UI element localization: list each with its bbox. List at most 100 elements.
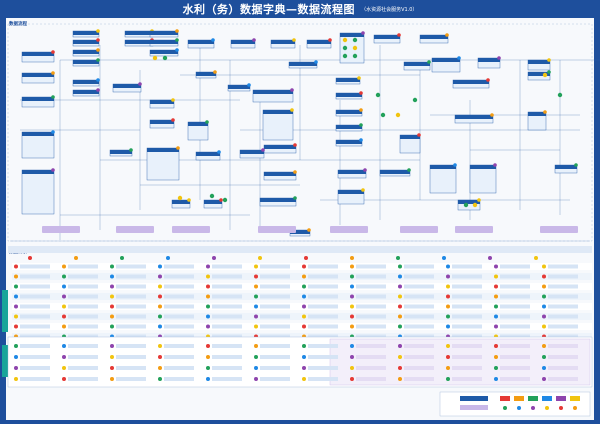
category-badge <box>398 264 402 269</box>
catalog-item <box>404 304 434 309</box>
status-badge <box>51 168 55 172</box>
category-badge <box>446 304 450 309</box>
catalog-item <box>116 304 146 309</box>
catalog-item <box>452 377 482 381</box>
actor-circle <box>342 37 348 43</box>
catalog-item <box>164 294 194 299</box>
catalog-item <box>356 377 386 381</box>
status-badge <box>219 198 223 202</box>
category-badge <box>206 294 210 299</box>
actor-circle <box>395 112 401 118</box>
catalog-item <box>356 324 386 329</box>
catalog-item <box>356 355 386 359</box>
process-box <box>469 164 497 194</box>
catalog-item <box>404 355 434 359</box>
actor-circle <box>342 53 348 59</box>
category-badge <box>446 324 450 329</box>
catalog-item <box>68 304 98 309</box>
category-badge <box>542 377 546 381</box>
status-badge <box>328 38 332 42</box>
catalog-item <box>20 314 50 319</box>
category-badge <box>446 264 450 269</box>
catalog-item <box>68 334 98 339</box>
actor-circle <box>375 92 381 98</box>
catalog-item <box>20 324 50 329</box>
process-box-header <box>188 40 214 44</box>
catalog-item <box>260 314 290 319</box>
legend-swatch <box>570 396 580 401</box>
catalog-item <box>260 355 290 359</box>
category-badge <box>110 304 114 309</box>
process-box-header <box>338 170 366 174</box>
catalog-item <box>212 284 242 289</box>
catalog-item <box>164 264 194 269</box>
legend-swatch <box>500 396 510 401</box>
process-box-header <box>260 198 296 202</box>
catalog-item <box>548 264 578 269</box>
catalog-item <box>116 334 146 339</box>
status-badge <box>96 48 100 52</box>
process-box-header <box>453 80 489 84</box>
category-badge <box>254 284 258 289</box>
category-badge <box>398 284 402 289</box>
status-badge <box>247 83 251 87</box>
catalog-item <box>212 294 242 299</box>
category-badge <box>542 304 546 309</box>
category-badge <box>542 366 546 370</box>
catalog-item <box>212 344 242 348</box>
catalog-item <box>260 274 290 279</box>
process-box-header <box>336 140 362 144</box>
catalog-item <box>500 264 530 269</box>
category-badge <box>302 294 306 299</box>
catalog-item <box>68 264 98 269</box>
catalog-badge <box>28 256 32 260</box>
catalog-item <box>116 294 146 299</box>
category-badge <box>14 264 18 269</box>
category-badge <box>398 324 402 329</box>
catalog-item <box>164 334 194 339</box>
catalog-item <box>548 366 578 370</box>
status-badge <box>51 130 55 134</box>
catalog-badge <box>74 256 78 260</box>
status-badge <box>51 95 55 99</box>
catalog-header <box>8 246 592 253</box>
process-box-header <box>196 152 220 156</box>
category-badge <box>302 366 306 370</box>
status-badge <box>457 56 461 60</box>
process-box-header <box>228 85 250 89</box>
catalog-item <box>548 355 578 359</box>
catalog-item <box>452 344 482 348</box>
catalog-item <box>212 355 242 359</box>
catalog-item <box>260 304 290 309</box>
category-badge <box>350 304 354 309</box>
catalog-item <box>452 264 482 269</box>
process-box-header <box>73 50 99 54</box>
category-badge <box>62 274 66 279</box>
catalog-item <box>308 314 338 319</box>
status-badge <box>427 60 431 64</box>
catalog-item <box>68 355 98 359</box>
status-badge <box>261 148 265 152</box>
process-box-header <box>253 90 293 94</box>
process-box-header <box>432 58 460 62</box>
status-badge <box>359 138 363 142</box>
status-badge <box>359 91 363 95</box>
process-box-header <box>264 172 296 176</box>
category-badge <box>206 304 210 309</box>
category-badge <box>206 377 210 381</box>
category-badge <box>14 344 18 348</box>
stage-band <box>330 226 368 233</box>
catalog-item <box>548 294 578 299</box>
catalog-item <box>212 334 242 339</box>
status-badge <box>407 168 411 172</box>
catalog-item <box>116 264 146 269</box>
category-badge <box>110 314 114 319</box>
process-box-header <box>470 165 496 169</box>
catalog-item <box>68 294 98 299</box>
category-badge <box>350 264 354 269</box>
catalog-item <box>260 264 290 269</box>
catalog-item <box>500 366 530 370</box>
category-badge <box>110 377 114 381</box>
stage-band <box>400 226 438 233</box>
catalog-item <box>260 366 290 370</box>
